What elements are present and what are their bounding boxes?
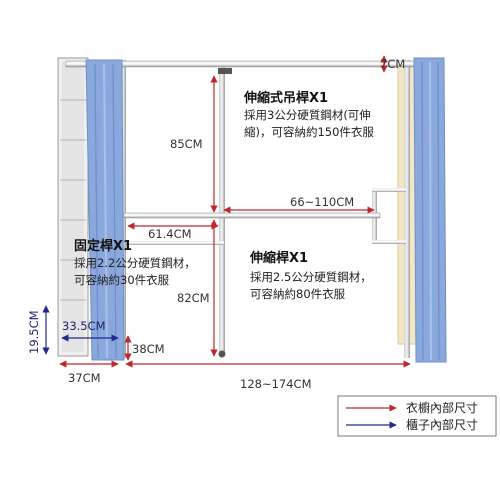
left-shelf-unit xyxy=(57,57,89,357)
dim-82cm: 82CM xyxy=(177,291,210,305)
telescopic-bar-title: 伸縮桿X1 xyxy=(249,250,308,266)
fixed-bar-desc-2: 可容納約30件衣服 xyxy=(74,273,170,287)
dim-66-110cm: 66~110CM xyxy=(290,195,354,209)
dim-128-174cm: 128~174CM xyxy=(240,377,312,391)
dim-19-5cm: 19.5CM xyxy=(27,310,41,354)
caster-wheel xyxy=(218,350,226,358)
dim-85cm: 85CM xyxy=(170,137,203,151)
center-pole xyxy=(219,64,225,352)
telescopic-rod xyxy=(123,212,381,219)
upper-short-rod xyxy=(372,188,406,192)
lower-short-rod xyxy=(372,240,406,244)
dim-7cm: 7CM xyxy=(380,57,405,71)
fixed-bar-desc-1: 採用2.2公分硬質鋼材， xyxy=(74,256,196,270)
legend: 衣櫥內部尺寸 櫃子內部尺寸 xyxy=(337,395,497,437)
telescopic-bar-desc-1: 採用2.5公分硬質鋼材， xyxy=(250,270,372,284)
telescopic-hanger-desc-1: 採用3公分硬質鋼材(可伸 xyxy=(244,108,371,122)
dim-33-5cm: 33.5CM xyxy=(62,319,106,333)
top-rail-bracket xyxy=(218,68,232,74)
dim-37cm: 37CM xyxy=(68,371,101,385)
fixed-bar-title: 固定桿X1 xyxy=(74,238,132,254)
right-curtain xyxy=(413,57,447,363)
left-curtain xyxy=(85,59,125,361)
telescopic-bar-desc-2: 可容納約80件衣服 xyxy=(250,287,346,301)
telescopic-hanger-desc-2: 縮)，可容納約150件衣服 xyxy=(244,125,374,139)
right-frame-pole xyxy=(404,60,410,358)
legend-blue-label: 櫃子內部尺寸 xyxy=(406,417,478,432)
fixed-rod xyxy=(126,241,224,245)
dim-38cm: 38CM xyxy=(132,342,165,356)
dim-61-4cm: 61.4CM xyxy=(148,227,192,241)
legend-red-label: 衣櫥內部尺寸 xyxy=(406,400,478,415)
telescopic-hanger-title: 伸縮式吊桿X1 xyxy=(243,90,328,106)
